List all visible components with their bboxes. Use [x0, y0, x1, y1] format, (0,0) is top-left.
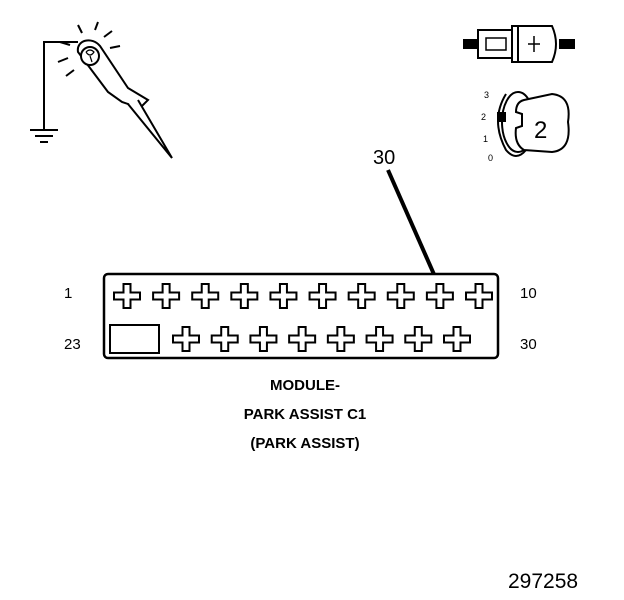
connector-cavity — [326, 326, 355, 352]
connector-cavity — [288, 326, 317, 352]
connector-cavity — [191, 283, 220, 309]
connector-row-2 — [172, 326, 471, 352]
caption-line-2: PARK ASSIST C1 — [244, 406, 367, 423]
connector-cavity — [465, 283, 493, 309]
connector-cavity — [347, 283, 376, 309]
caption-line-3: (PARK ASSIST) — [250, 435, 359, 452]
connector-cavity — [210, 326, 239, 352]
figure-number: 297258 — [508, 570, 578, 593]
ignition-position-2: 2 — [481, 112, 486, 122]
connector-cavity — [365, 326, 394, 352]
connector-cavity — [443, 326, 471, 352]
connector-cavity — [404, 326, 433, 352]
row1-end-label: 10 — [520, 285, 537, 302]
ignition-position-1: 1 — [483, 134, 488, 144]
connector-cavity — [249, 326, 278, 352]
ignition-position-3: 3 — [484, 90, 489, 100]
connector-cavity — [113, 283, 141, 309]
connector-row-1 — [113, 283, 493, 309]
ignition-key-switch-icon: 3 2 1 0 2 — [481, 90, 570, 163]
connector-key-block — [109, 324, 160, 354]
ignition-position-0: 0 — [488, 153, 493, 163]
row2-end-label: 30 — [520, 336, 537, 353]
caption-line-1: MODULE- — [270, 377, 340, 394]
fuse-pull-icon — [463, 25, 575, 63]
connector-cavity — [269, 283, 298, 309]
test-probe-with-ground-icon — [30, 21, 173, 159]
ignition-key-number: 2 — [534, 117, 547, 144]
connector-cavity — [308, 283, 337, 309]
connector-cavity — [386, 283, 415, 309]
connector-cavity — [172, 326, 200, 352]
row2-start-label: 23 — [64, 336, 81, 353]
connector-cavity — [425, 283, 454, 309]
callout-label: 30 — [373, 147, 395, 169]
connector-cavity — [230, 283, 259, 309]
row1-start-label: 1 — [64, 285, 72, 302]
connector-cavity — [152, 283, 181, 309]
